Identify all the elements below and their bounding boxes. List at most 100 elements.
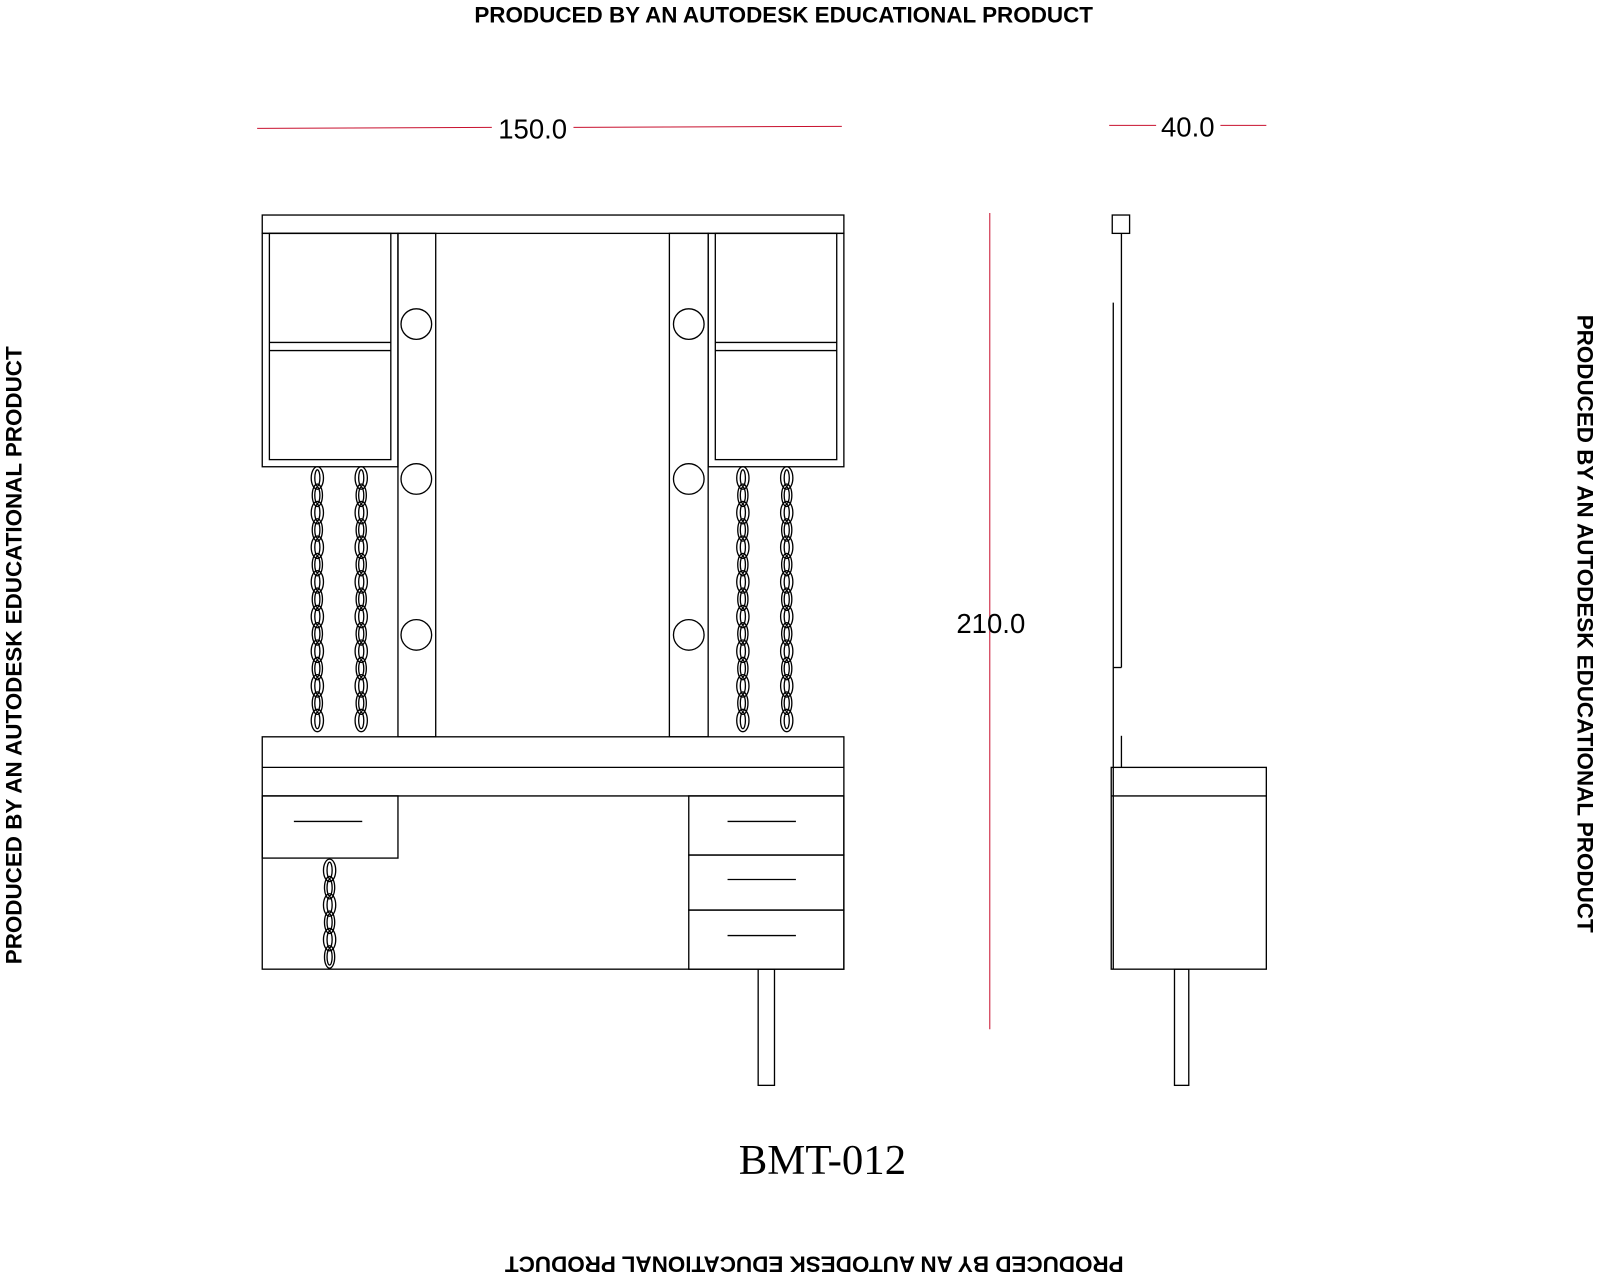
right-drawer xyxy=(688,909,845,970)
chain-link xyxy=(780,587,793,612)
right-drawer xyxy=(688,854,845,911)
dimension-width: 150.0 xyxy=(257,114,842,145)
light-icon xyxy=(672,308,705,341)
chain-link xyxy=(737,656,749,681)
chain-link xyxy=(355,518,367,542)
chain-link xyxy=(737,518,749,542)
chain-link xyxy=(737,587,749,612)
dimension-height-label: 210.0 xyxy=(956,608,1025,639)
chain-link xyxy=(310,639,325,664)
chain-link xyxy=(355,483,367,508)
chain-link-inner xyxy=(739,469,747,487)
chain-link-inner xyxy=(358,503,365,522)
chain-link xyxy=(779,673,794,698)
chain-link-inner xyxy=(739,677,747,695)
chain-link xyxy=(779,570,794,594)
chain-link-inner xyxy=(326,896,333,914)
watermark-top: PRODUCED BY AN AUTODESK EDUCATIONAL PROD… xyxy=(474,2,1093,27)
chain-link-inner xyxy=(314,555,321,574)
chain-link xyxy=(355,656,367,681)
chain-link-inner xyxy=(783,659,790,678)
chain-link-inner xyxy=(326,878,333,897)
chain-link-inner xyxy=(358,555,365,574)
chain-link-inner xyxy=(314,538,321,557)
light-icon xyxy=(400,618,433,651)
chain-link-inner xyxy=(358,538,365,557)
dimension-depth: 40.0 xyxy=(1109,112,1267,143)
chain-link xyxy=(310,708,325,733)
chain-link xyxy=(780,622,793,646)
chain xyxy=(310,466,325,733)
chain-link-inner xyxy=(783,486,790,505)
chain-link-inner xyxy=(314,677,321,695)
right-drawer xyxy=(688,795,845,856)
front-view xyxy=(261,214,845,1087)
chain-link-inner xyxy=(358,711,365,730)
chain-link xyxy=(779,708,794,733)
chain-link-inner xyxy=(783,538,790,557)
chain-link xyxy=(736,673,750,698)
lights xyxy=(400,308,705,651)
chain-link-inner xyxy=(739,521,747,539)
chain-link xyxy=(779,500,794,525)
chain-link xyxy=(323,945,336,969)
chain-link-inner xyxy=(783,625,790,643)
light-icon xyxy=(400,308,433,341)
left-drawer xyxy=(261,795,399,859)
chain-link-inner xyxy=(326,861,333,880)
chain-link-inner xyxy=(314,521,321,539)
chain-link-inner xyxy=(358,625,365,643)
chain-link-inner xyxy=(783,573,790,591)
chain-link-inner xyxy=(783,469,790,487)
chain-link xyxy=(310,535,325,560)
chain-link-inner xyxy=(358,573,365,591)
chain-link xyxy=(322,893,337,917)
chain-link-inner xyxy=(314,486,321,505)
chain-link xyxy=(310,466,325,490)
chain-link xyxy=(354,500,369,525)
chain-link-inner xyxy=(314,469,321,487)
chain-link-inner xyxy=(783,694,790,712)
chain-link-inner xyxy=(314,607,321,626)
dimension-width-label: 150.0 xyxy=(498,114,567,145)
chain-link xyxy=(310,673,325,698)
chain-link xyxy=(354,639,369,664)
chain-link xyxy=(737,622,749,646)
chain-link-inner xyxy=(783,677,790,695)
chain-link-inner xyxy=(358,486,365,505)
chain-link-inner xyxy=(739,659,747,678)
chain-link xyxy=(736,639,750,664)
chain xyxy=(779,466,794,733)
chain-link xyxy=(311,656,324,681)
left-cabinet xyxy=(261,232,399,468)
chain-link xyxy=(736,466,750,490)
chain-link-inner xyxy=(358,677,365,695)
chain-link-inner xyxy=(783,607,790,626)
chain-link xyxy=(736,500,750,525)
chain-link xyxy=(311,552,324,577)
chain-link-inner xyxy=(783,711,790,730)
chain-link xyxy=(780,656,793,681)
chain-link xyxy=(355,622,367,646)
chain-link-inner xyxy=(314,625,321,643)
watermark-right: PRODUCED BY AN AUTODESK EDUCATIONAL PROD… xyxy=(1573,315,1598,933)
chain-link xyxy=(779,535,794,560)
chain-link-inner xyxy=(739,573,747,591)
watermark-left: PRODUCED BY AN AUTODESK EDUCATIONAL PROD… xyxy=(1,346,26,964)
chain-link xyxy=(310,500,325,525)
dimension-height: 210.0 xyxy=(956,212,1025,1030)
chain-link xyxy=(354,535,369,560)
chain-link xyxy=(311,518,324,542)
chain-link-inner xyxy=(314,503,321,522)
leg xyxy=(1173,968,1190,1087)
chain-link-inner xyxy=(783,503,790,522)
chain-link xyxy=(780,518,793,542)
chains xyxy=(310,466,794,969)
chain-link xyxy=(780,483,793,508)
chain-link xyxy=(311,483,324,508)
chain-link-inner xyxy=(314,642,321,661)
leg xyxy=(757,968,776,1087)
chain-link-inner xyxy=(358,659,365,678)
chain-link-inner xyxy=(314,573,321,591)
